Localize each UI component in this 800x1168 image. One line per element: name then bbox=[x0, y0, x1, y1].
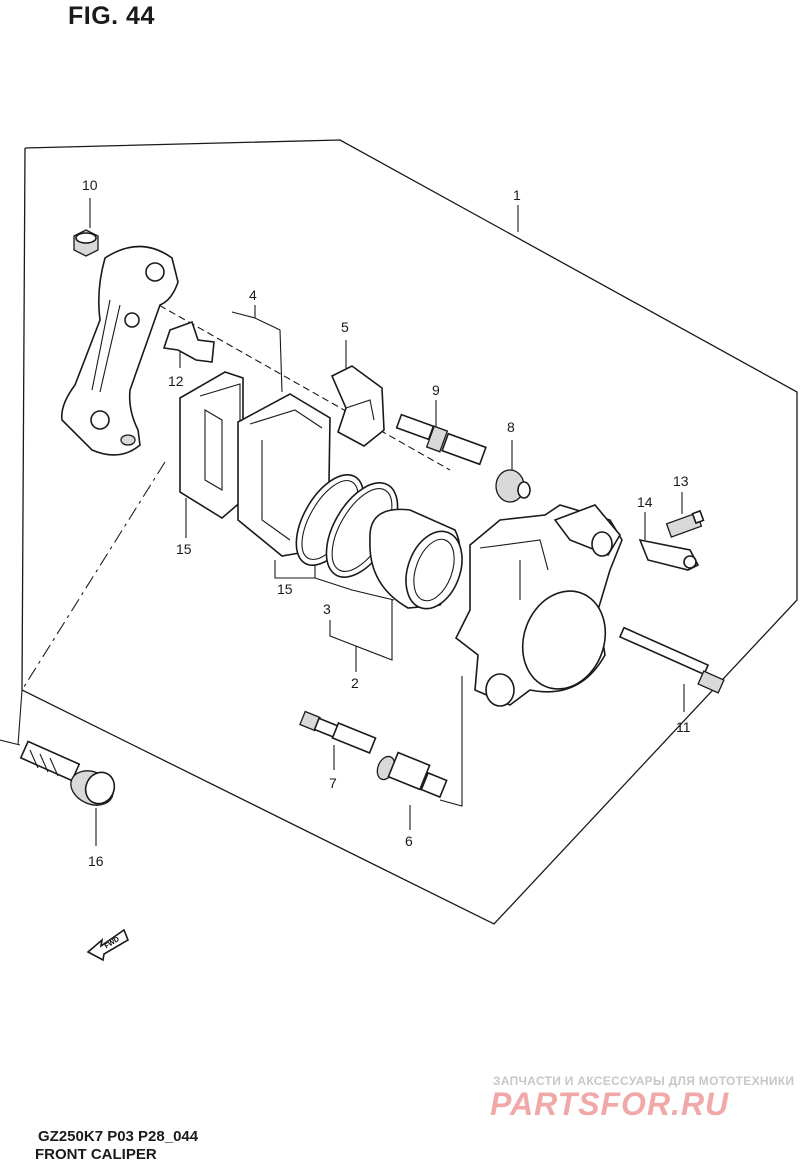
nut-part-10 bbox=[73, 229, 99, 257]
callout-4: 4 bbox=[249, 287, 257, 303]
piston-part-2 bbox=[369, 508, 463, 610]
callout-15-a: 15 bbox=[176, 541, 192, 557]
figure-title: FIG. 44 bbox=[68, 2, 155, 30]
watermark-logo: PARTSFOR.RU bbox=[490, 1086, 730, 1122]
callout-6: 6 bbox=[405, 833, 413, 849]
callout-5: 5 bbox=[341, 319, 349, 335]
slide-pin-part-9 bbox=[395, 413, 487, 466]
callout-8: 8 bbox=[507, 419, 515, 435]
callout-11: 11 bbox=[676, 719, 691, 735]
model-code: GZ250K7 P03 P28_044 bbox=[38, 1128, 199, 1145]
bleeder-cap-part-14 bbox=[638, 538, 700, 571]
callout-2: 2 bbox=[351, 675, 359, 691]
fwd-arrow: FWD bbox=[86, 928, 129, 962]
watermark-tagline: ЗАПЧАСТИ И АКСЕССУАРЫ ДЛЯ МОТОТЕХНИКИ bbox=[493, 1074, 795, 1088]
boot-part-8 bbox=[495, 469, 531, 503]
callout-15-b: 15 bbox=[277, 581, 293, 597]
bolt-part-16 bbox=[19, 740, 116, 806]
callout-14: 14 bbox=[637, 494, 653, 510]
callout-12: 12 bbox=[168, 373, 184, 389]
bolt-part-7 bbox=[299, 710, 377, 754]
pad-spring-part-12 bbox=[162, 320, 215, 363]
callout-16: 16 bbox=[88, 853, 104, 869]
callout-10: 10 bbox=[82, 177, 98, 193]
brake-pad-part-15-inner bbox=[179, 371, 244, 519]
leader-lines bbox=[0, 198, 685, 846]
callout-3: 3 bbox=[323, 601, 331, 617]
caliper-bracket bbox=[60, 245, 179, 456]
pad-pin-part-11 bbox=[618, 626, 725, 694]
retainer-part-5 bbox=[330, 365, 385, 447]
callout-7: 7 bbox=[329, 775, 337, 791]
pin-bolt-part-6 bbox=[376, 751, 448, 799]
callout-9: 9 bbox=[432, 382, 440, 398]
caliper-body-part-1 bbox=[454, 504, 623, 707]
callout-13: 13 bbox=[673, 473, 689, 489]
bleeder-part-13 bbox=[665, 509, 705, 538]
figure-caption: FRONT CALIPER bbox=[35, 1146, 157, 1163]
callout-1: 1 bbox=[513, 187, 521, 203]
callout-labels: 10 1 4 5 12 9 8 13 14 15 15 3 2 11 7 6 1… bbox=[82, 177, 691, 869]
